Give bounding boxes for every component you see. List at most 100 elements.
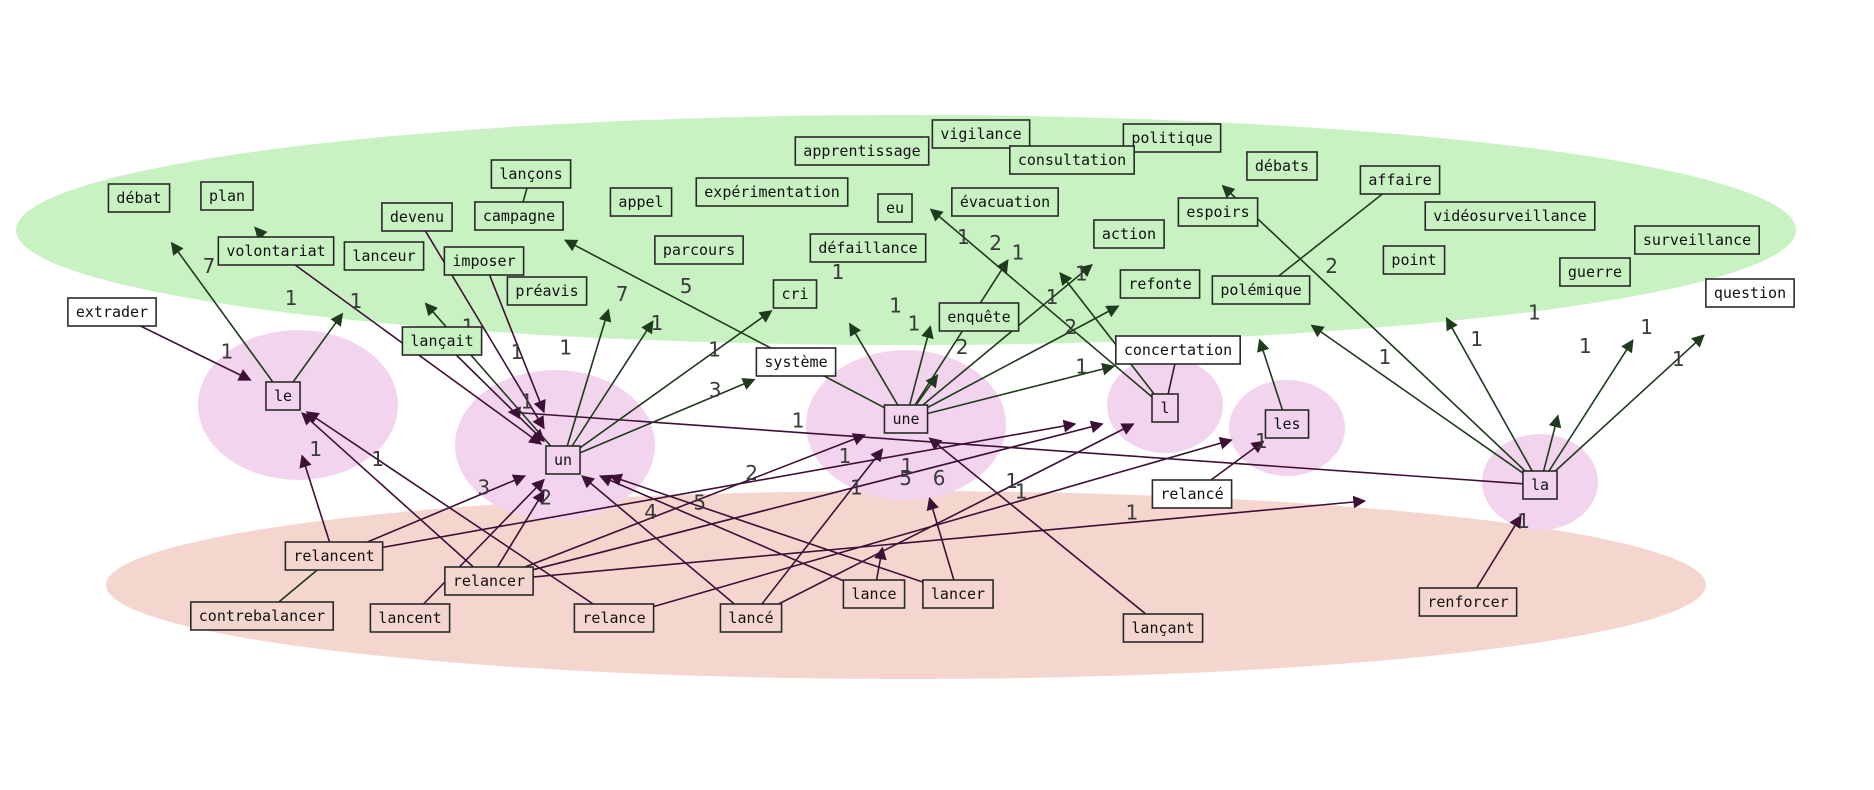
node-box-renforcer	[1418, 587, 1518, 617]
node-contrebalancer[interactable]: contrebalancer	[189, 601, 335, 631]
node-label-point: point	[1391, 251, 1436, 269]
node-guerre[interactable]: guerre	[1559, 257, 1631, 287]
edge-une-action	[905, 263, 1093, 420]
node-evacuation[interactable]: évacuation	[951, 187, 1059, 217]
node-lance[interactable]: lance	[842, 579, 906, 609]
node-lancant[interactable]: lançant	[1122, 613, 1204, 643]
node-label-contrebalancer: contrebalancer	[199, 607, 325, 625]
node-lance_acc[interactable]: lancé	[719, 603, 783, 633]
node-box-refonte	[1119, 269, 1201, 299]
node-label-parcours: parcours	[663, 241, 735, 259]
node-box-cri	[772, 279, 818, 309]
node-relance[interactable]: relance	[573, 603, 655, 633]
node-appel[interactable]: appel	[609, 187, 673, 217]
node-imposer[interactable]: imposer	[443, 246, 525, 276]
node-surveillance[interactable]: surveillance	[1634, 225, 1760, 255]
node-vigilance[interactable]: vigilance	[931, 119, 1031, 149]
edge-label-l-evacuation: 1	[1075, 261, 1088, 285]
node-extrader[interactable]: extrader	[67, 297, 157, 327]
edge-relancent-le	[299, 454, 335, 557]
node-box-defaillance	[809, 233, 927, 263]
node-espoirs[interactable]: espoirs	[1177, 197, 1259, 227]
node-l[interactable]: l	[1151, 393, 1179, 423]
node-experimentation[interactable]: expérimentation	[695, 177, 849, 207]
edge-label-relancer-le: 1	[371, 447, 384, 471]
edge-label-devenu-un: 1	[511, 340, 524, 364]
node-devenu[interactable]: devenu	[381, 202, 453, 232]
node-label-enquete: enquête	[947, 308, 1010, 326]
node-lancons[interactable]: lançons	[490, 159, 572, 189]
node-lancer[interactable]: lancer	[922, 579, 994, 609]
node-eu[interactable]: eu	[877, 193, 913, 223]
node-label-guerre: guerre	[1568, 263, 1622, 281]
edge-label-lance-une: 5	[899, 466, 912, 490]
node-un[interactable]: un	[545, 445, 581, 475]
edge-label-une-consultation: 1	[1012, 241, 1025, 265]
edge-label-un-cri: 1	[708, 337, 721, 361]
node-preavis[interactable]: préavis	[506, 276, 588, 306]
node-concertation[interactable]: concertation	[1115, 335, 1241, 365]
node-label-question: question	[1714, 284, 1786, 302]
node-label-cri: cri	[781, 285, 808, 303]
edge-devenu-un	[416, 216, 545, 430]
edge-label-une-enquete: 2	[956, 335, 969, 359]
node-box-consultation	[1009, 145, 1135, 175]
node-box-point	[1382, 245, 1446, 275]
node-affaire[interactable]: affaire	[1359, 165, 1441, 195]
node-label-debat: débat	[116, 189, 161, 207]
node-lancent[interactable]: lancent	[369, 603, 451, 633]
node-videosurveillance[interactable]: vidéosurveillance	[1424, 201, 1596, 231]
node-une[interactable]: une	[883, 404, 929, 434]
edge-relancer-un	[488, 490, 545, 582]
node-box-enquete	[938, 302, 1020, 332]
node-systeme[interactable]: système	[755, 347, 837, 377]
node-lancait[interactable]: lançait	[401, 326, 483, 356]
node-box-une	[883, 404, 929, 434]
node-le[interactable]: le	[265, 381, 301, 411]
node-relancent[interactable]: relancent	[284, 541, 384, 571]
node-label-politique: politique	[1131, 129, 1212, 147]
node-label-renforcer: renforcer	[1427, 593, 1508, 611]
node-apprentissage[interactable]: apprentissage	[794, 136, 930, 166]
node-consultation[interactable]: consultation	[1009, 145, 1135, 175]
node-question[interactable]: question	[1705, 278, 1795, 308]
node-parcours[interactable]: parcours	[654, 235, 744, 265]
edge-label-relancent-le: 1	[309, 437, 322, 461]
edge-label-une-experimentation: 1	[832, 260, 845, 284]
node-lanceur[interactable]: lanceur	[343, 241, 425, 271]
edge-label-lance-un: 5	[693, 491, 706, 515]
node-debat[interactable]: débat	[107, 183, 171, 213]
node-plan[interactable]: plan	[200, 181, 254, 211]
node-relance_acc[interactable]: relancé	[1151, 479, 1233, 509]
node-box-concertation	[1115, 335, 1241, 365]
node-renforcer[interactable]: renforcer	[1418, 587, 1518, 617]
node-defaillance[interactable]: défaillance	[809, 233, 927, 263]
edge-label-une-action: 1	[1046, 285, 1059, 309]
node-polemique[interactable]: polémique	[1211, 275, 1311, 305]
edge-label-la-videosurveillance: 1	[1528, 301, 1541, 325]
node-debats[interactable]: débats	[1246, 151, 1318, 181]
edge-label-une-refonte: 2	[1064, 315, 1077, 339]
node-label-refonte: refonte	[1128, 275, 1191, 293]
node-box-lancait	[401, 326, 483, 356]
node-politique[interactable]: politique	[1122, 123, 1222, 153]
node-refonte[interactable]: refonte	[1119, 269, 1201, 299]
node-enquete[interactable]: enquête	[938, 302, 1020, 332]
node-campagne[interactable]: campagne	[474, 201, 564, 231]
edge-label-lancer-une: 6	[933, 466, 946, 490]
node-label-lancant: lançant	[1131, 619, 1194, 637]
edge-label-relancer-l: 1	[901, 454, 914, 478]
node-label-experimentation: expérimentation	[704, 183, 839, 201]
node-label-lancent: lancent	[378, 609, 441, 627]
node-la[interactable]: la	[1522, 470, 1558, 500]
node-les[interactable]: les	[1264, 409, 1310, 439]
node-box-campagne	[474, 201, 564, 231]
node-point[interactable]: point	[1382, 245, 1446, 275]
node-volontariat[interactable]: volontariat	[217, 236, 335, 266]
node-action[interactable]: action	[1093, 219, 1165, 249]
node-cri[interactable]: cri	[772, 279, 818, 309]
node-relancer[interactable]: relancer	[444, 566, 534, 596]
edge-relancent-l	[333, 419, 1077, 557]
node-label-relance: relance	[582, 609, 645, 627]
edge-lancant-une	[928, 437, 1164, 629]
